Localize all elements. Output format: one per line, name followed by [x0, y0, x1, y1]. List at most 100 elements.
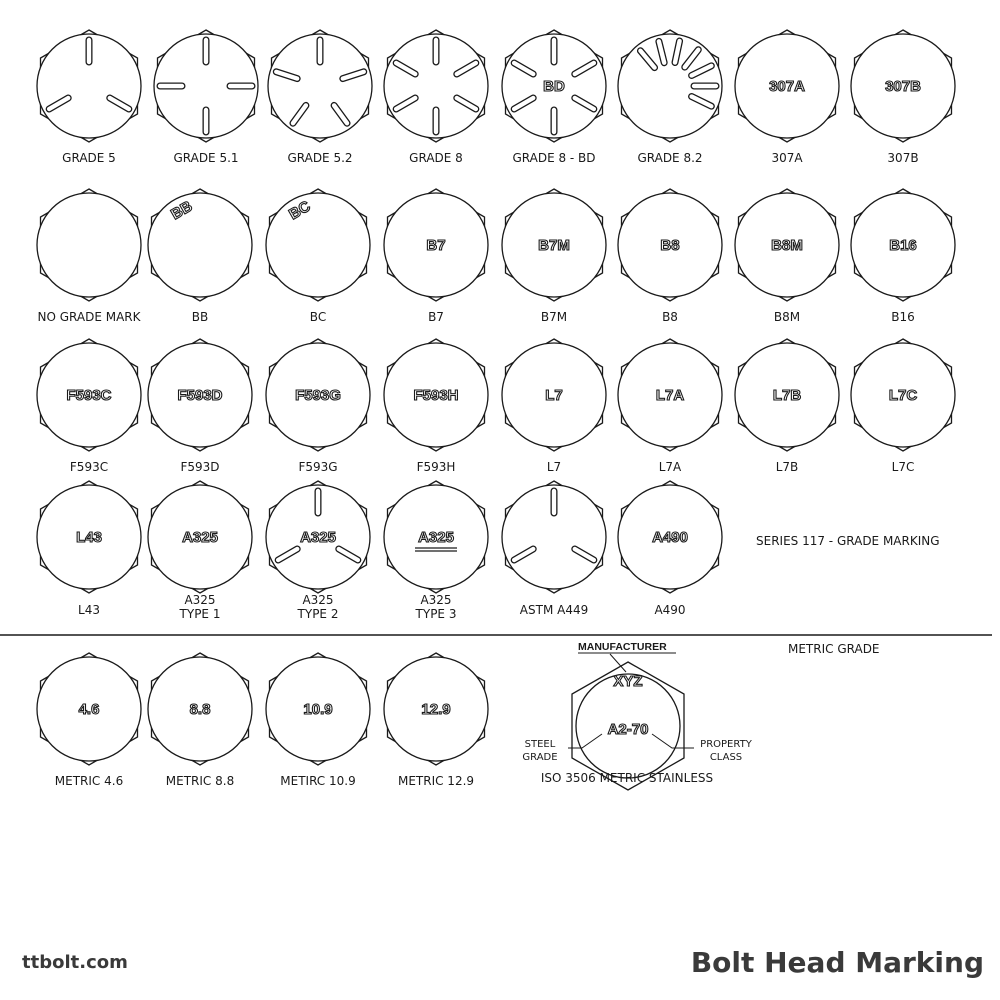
grade-mark-text: A490: [652, 529, 688, 546]
hex-outline: [504, 188, 604, 302]
property-class-label-line1: PROPERTY: [700, 739, 753, 750]
radial-line-mark-core: [572, 546, 597, 563]
bolt-head: GRADE 8.2: [617, 29, 723, 165]
washer-circle: [265, 342, 371, 448]
bolt-caption: L43: [78, 603, 100, 617]
radial-line-mark-core: [290, 103, 309, 126]
manufacturer-label: MANUFACTURER: [578, 641, 667, 653]
washer-circle: [734, 33, 840, 139]
bolt-caption: NO GRADE MARK: [37, 310, 141, 324]
iso-manufacturer-mark: XYZ: [613, 673, 642, 690]
bolt-caption: GRADE 5: [62, 151, 116, 165]
iso-3506-diagram: MANUFACTURER XYZ A2-70 STEEL GRADE PROPE…: [522, 641, 753, 791]
radial-line-mark-core: [638, 48, 657, 70]
bolt-head: GRADE 5.1: [153, 29, 259, 165]
grade-mark-text: B7: [426, 237, 445, 254]
bolt-caption: L7: [547, 460, 561, 474]
bolt-caption: B7: [428, 310, 444, 324]
hex-outline: [39, 188, 139, 302]
washer-circle: [850, 192, 956, 298]
hex-outline: [150, 338, 250, 452]
hex-outline: [268, 480, 368, 594]
washer-circle: [36, 342, 142, 448]
chart-title: Bolt Head Marking: [690, 946, 984, 979]
manufacturer-leader: [609, 653, 627, 673]
radial-line-mark-core: [572, 95, 597, 112]
hex-outline: [386, 480, 486, 594]
bolt-caption: TYPE 3: [415, 607, 457, 621]
grade-mark-text: L43: [76, 529, 102, 546]
radial-line-mark-core: [336, 546, 361, 563]
bolt-head: GRADE 5: [36, 29, 142, 165]
washer-circle: [383, 484, 489, 590]
grade-mark-text: B8M: [771, 237, 803, 254]
bolt-caption: GRADE 8.2: [637, 151, 702, 165]
hex-outline: [504, 29, 604, 143]
bolt-caption: B8: [662, 310, 678, 324]
bolt-caption: L7A: [659, 460, 682, 474]
hex-outline: [386, 188, 486, 302]
hex-outline: [150, 188, 250, 302]
hex-outline: [386, 652, 486, 766]
bolt-caption: A325: [184, 593, 215, 607]
washer-circle: [153, 33, 259, 139]
radial-line-mark-core: [340, 69, 366, 81]
washer-circle: [36, 192, 142, 298]
hex-outline: [504, 338, 604, 452]
radial-line-mark-core: [275, 546, 300, 563]
bolt-caption: METRIC 8.8: [166, 774, 234, 788]
hex-outline: [737, 338, 837, 452]
radial-line-mark-core: [689, 94, 714, 109]
grade-mark-text: 12.9: [421, 701, 450, 718]
hex-outline: [620, 480, 720, 594]
radial-line-mark-core: [454, 60, 479, 77]
washer-circle: [501, 192, 607, 298]
grade-mark-text: 4.6: [79, 701, 100, 718]
bolt-head: NO GRADE MARK: [36, 188, 142, 324]
grade-mark-text: F593C: [66, 387, 111, 404]
radial-line-mark-core: [682, 47, 701, 70]
bolt-caption: A325: [302, 593, 333, 607]
hex-outline: [39, 480, 139, 594]
hex-outline: [853, 338, 953, 452]
hex-outline: [39, 338, 139, 452]
grade-mark-text: 10.9: [303, 701, 332, 718]
washer-circle: [267, 33, 373, 139]
bolt-caption: L7C: [892, 460, 915, 474]
washer-circle: [383, 192, 489, 298]
grade-mark-text: 8.8: [190, 701, 211, 718]
steel-grade-leader: [568, 733, 603, 749]
hex-outline: [504, 480, 604, 594]
hex-outline: [386, 338, 486, 452]
grade-mark-text: L7B: [773, 387, 802, 404]
bolt-caption: B7M: [541, 310, 567, 324]
washer-circle: [383, 656, 489, 762]
iso-class-mark: A2-70: [608, 721, 649, 738]
bolt-caption: ASTM A449: [520, 603, 588, 617]
radial-line-mark-core: [454, 95, 479, 112]
bolt-caption: GRADE 8 - BD: [512, 151, 595, 165]
bolt-caption: TYPE 1: [179, 607, 221, 621]
bolt-caption: F593H: [417, 460, 456, 474]
bolt-caption: A325: [420, 593, 451, 607]
grade-mark-text: A325: [418, 529, 454, 546]
